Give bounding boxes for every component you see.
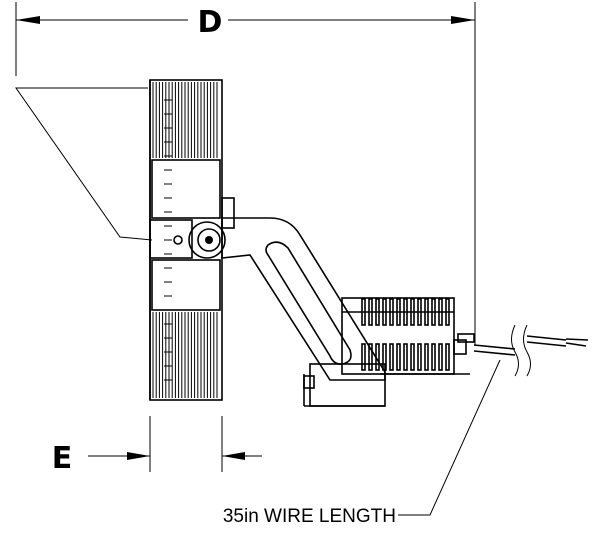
driver-fin (361, 298, 366, 326)
driver-fin (410, 343, 415, 371)
wire-segment-right-a (526, 335, 567, 341)
head-rear-tab (221, 197, 235, 229)
heatsink-core-lower (151, 259, 221, 311)
driver-fin (368, 298, 373, 326)
knuckle-gear-icon (197, 228, 221, 252)
driver-fin (389, 298, 394, 326)
driver-fin (403, 298, 408, 326)
driver-fin (396, 298, 401, 326)
e-arrow-left (127, 452, 150, 460)
wire-lead-b (565, 342, 587, 347)
driver-fin (417, 343, 422, 371)
wire-lead-a (565, 338, 589, 341)
cord-grip (453, 339, 467, 355)
driver-fin (424, 343, 429, 371)
driver-fin (375, 343, 380, 371)
driver-fin (438, 298, 443, 326)
driver-fin (410, 298, 415, 326)
wire-break-right (523, 324, 531, 377)
driver-fin (438, 343, 443, 371)
driver-fin (431, 298, 436, 326)
driver-fin (375, 298, 380, 326)
driver-fin (403, 343, 408, 371)
wire-segment-left-a (473, 344, 516, 350)
mounting-bracket (303, 363, 386, 407)
driver-fin (431, 343, 436, 371)
dimension-d: D (15, 2, 476, 345)
d-arrow-right (451, 16, 475, 24)
led-head (149, 79, 235, 401)
driver-fin (382, 343, 387, 371)
driver-fin (445, 343, 450, 371)
wire-length-leader: 35in WIRE LENGTH (223, 359, 501, 527)
mounting-arm (221, 217, 386, 381)
e-arrow-right (222, 452, 245, 460)
heatsink-core-upper (151, 159, 221, 219)
driver-fin (396, 343, 401, 371)
driver-fin (417, 298, 422, 326)
knuckle-bolt-icon (205, 236, 213, 244)
e-label: E (52, 441, 73, 476)
mount-screw-icon (173, 235, 183, 245)
wire-segment-right-b (526, 341, 567, 347)
driver-fin (424, 298, 429, 326)
driver-box (341, 297, 475, 375)
driver-fin (361, 343, 366, 371)
wire-leader-line (398, 359, 501, 516)
fixture-leader (15, 87, 153, 241)
bracket-clip (303, 375, 315, 389)
driver-fin (382, 298, 387, 326)
driver-fins-upper (361, 298, 450, 326)
arm-outline (221, 217, 386, 381)
wire-segment-left-b (473, 350, 516, 356)
driver-fin (389, 343, 394, 371)
power-wire (473, 324, 589, 377)
driver-fin (368, 343, 373, 371)
pivot-knuckle (188, 221, 226, 259)
wire-length-note: 35in WIRE LENGTH (223, 506, 396, 527)
d-arrow-left (16, 16, 40, 24)
d-label: D (198, 5, 223, 40)
pivot-mount-plate (149, 219, 193, 259)
dimension-e: E (52, 416, 262, 476)
knuckle-outer-icon (188, 221, 226, 259)
bracket-body (309, 363, 386, 407)
driver-fin (445, 298, 450, 326)
heatsink-fins (152, 82, 218, 398)
cord-grip-nut (457, 333, 475, 343)
wire-break-left (511, 324, 519, 377)
driver-box-outline (341, 297, 455, 375)
fixture-leader-line (15, 87, 153, 241)
driver-fins-lower (361, 343, 450, 371)
